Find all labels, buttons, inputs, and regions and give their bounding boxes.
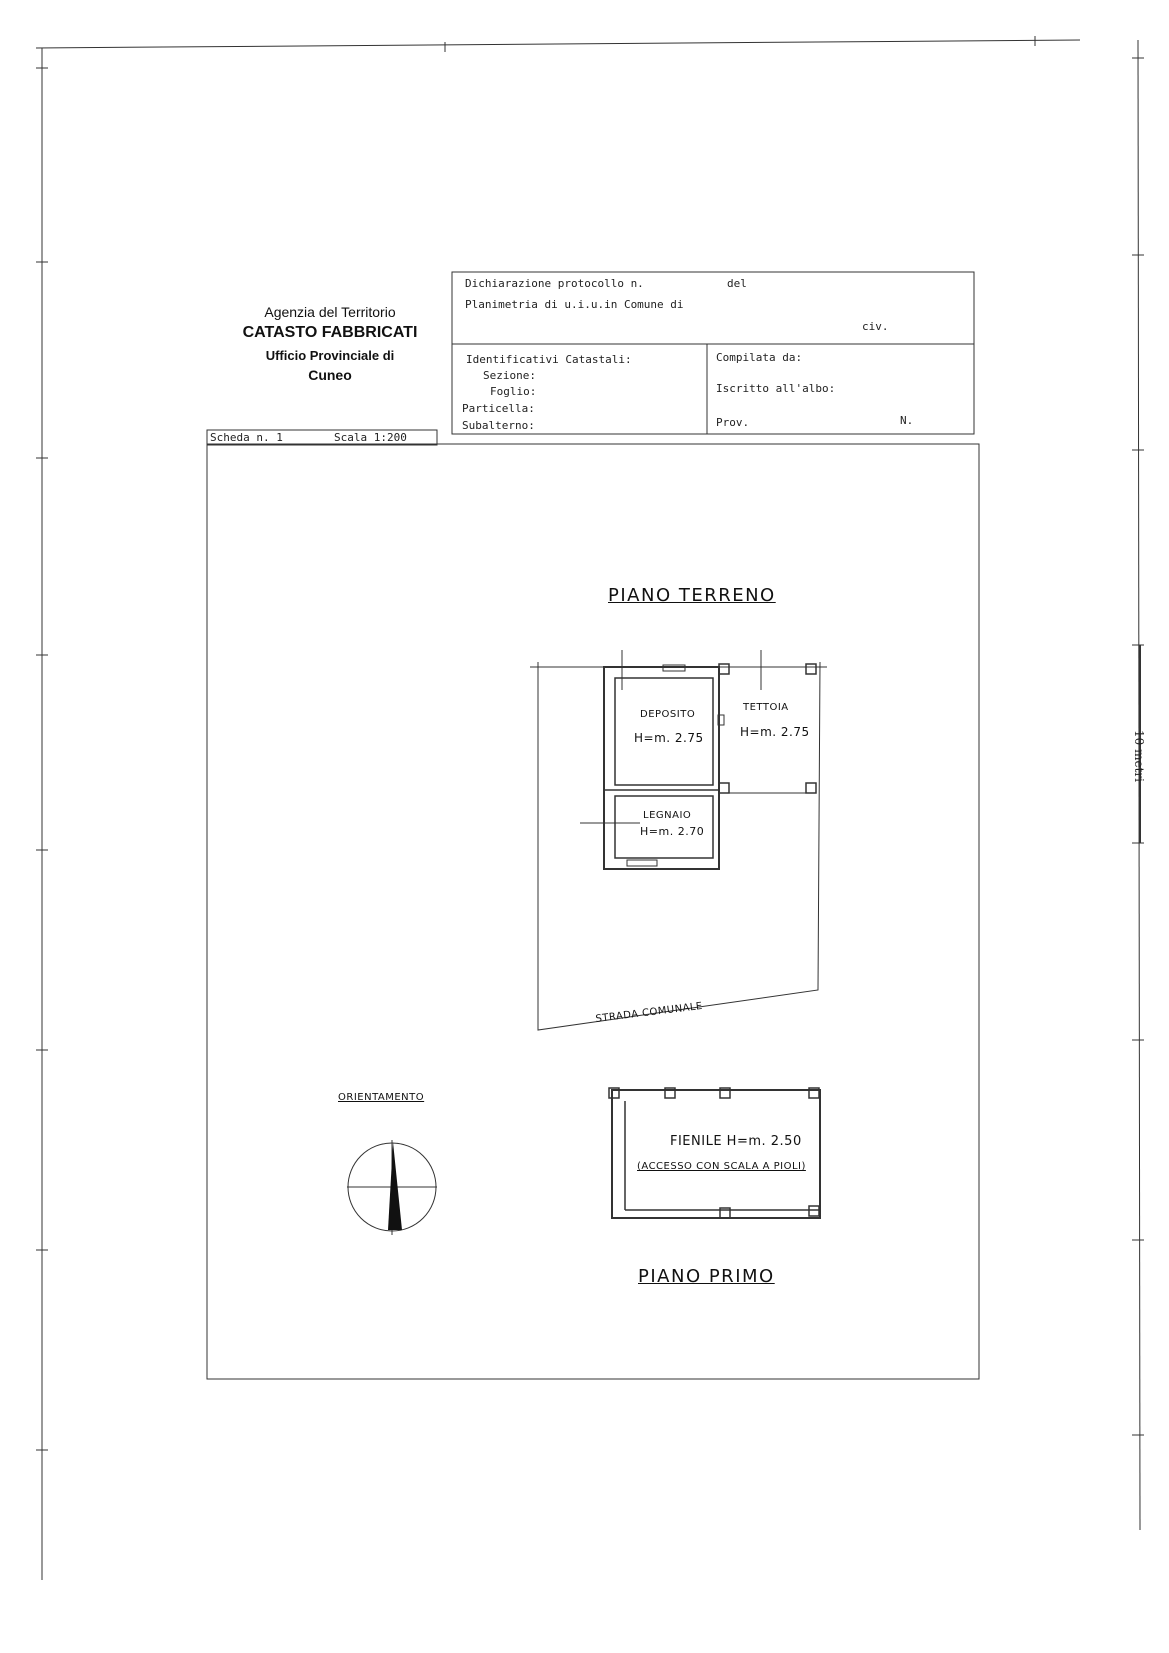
legnaio-label: LEGNAIO — [643, 810, 692, 821]
civ-label: civ. — [862, 320, 889, 333]
deposito-height: H=m. 2.75 — [634, 731, 704, 745]
fienile-label: FIENILE H=m. 2.50 — [670, 1134, 802, 1149]
planimetria-label: Planimetria di u.i.u.in Comune di — [465, 298, 684, 311]
scale-bar-label: 10 metri — [1132, 730, 1146, 782]
piano-terreno-title: PIANO TERRENO — [608, 585, 776, 606]
piano-primo-title: PIANO PRIMO — [638, 1266, 775, 1287]
sezione-label: Sezione: — [483, 369, 536, 382]
n-label: N. — [900, 414, 914, 427]
scheda-label: Scheda n. 1 — [210, 431, 283, 444]
foglio-label: Foglio: — [490, 385, 537, 398]
iscritto-label: Iscritto all'albo: — [716, 382, 836, 395]
accesso-note: (ACCESSO CON SCALA A PIOLI) — [637, 1161, 806, 1172]
identificativi-label: Identificativi Catastali: — [466, 353, 632, 366]
tettoia-label: TETTOIA — [743, 702, 789, 713]
subalterno-label: Subalterno: — [462, 419, 535, 432]
dichiarazione-label: Dichiarazione protocollo n. — [465, 277, 644, 290]
agency-city: Cuneo — [308, 367, 352, 383]
orientamento-label: ORIENTAMENTO — [338, 1092, 425, 1103]
tettoia-height: H=m. 2.75 — [740, 725, 810, 739]
agency-name: Agenzia del Territorio — [264, 304, 396, 320]
legnaio-height: H=m. 2.70 — [640, 825, 705, 838]
particella-label: Particella: — [462, 402, 535, 415]
del-label: del — [727, 277, 747, 290]
prov-label: Prov. — [716, 416, 750, 429]
deposito-label: DEPOSITO — [640, 709, 696, 720]
agency-department: CATASTO FABBRICATI — [242, 324, 418, 341]
agency-office: Ufficio Provinciale di — [265, 348, 395, 363]
compilata-label: Compilata da: — [716, 351, 803, 364]
scala-label: Scala 1:200 — [334, 431, 407, 444]
north-arrow-icon — [388, 1142, 402, 1230]
